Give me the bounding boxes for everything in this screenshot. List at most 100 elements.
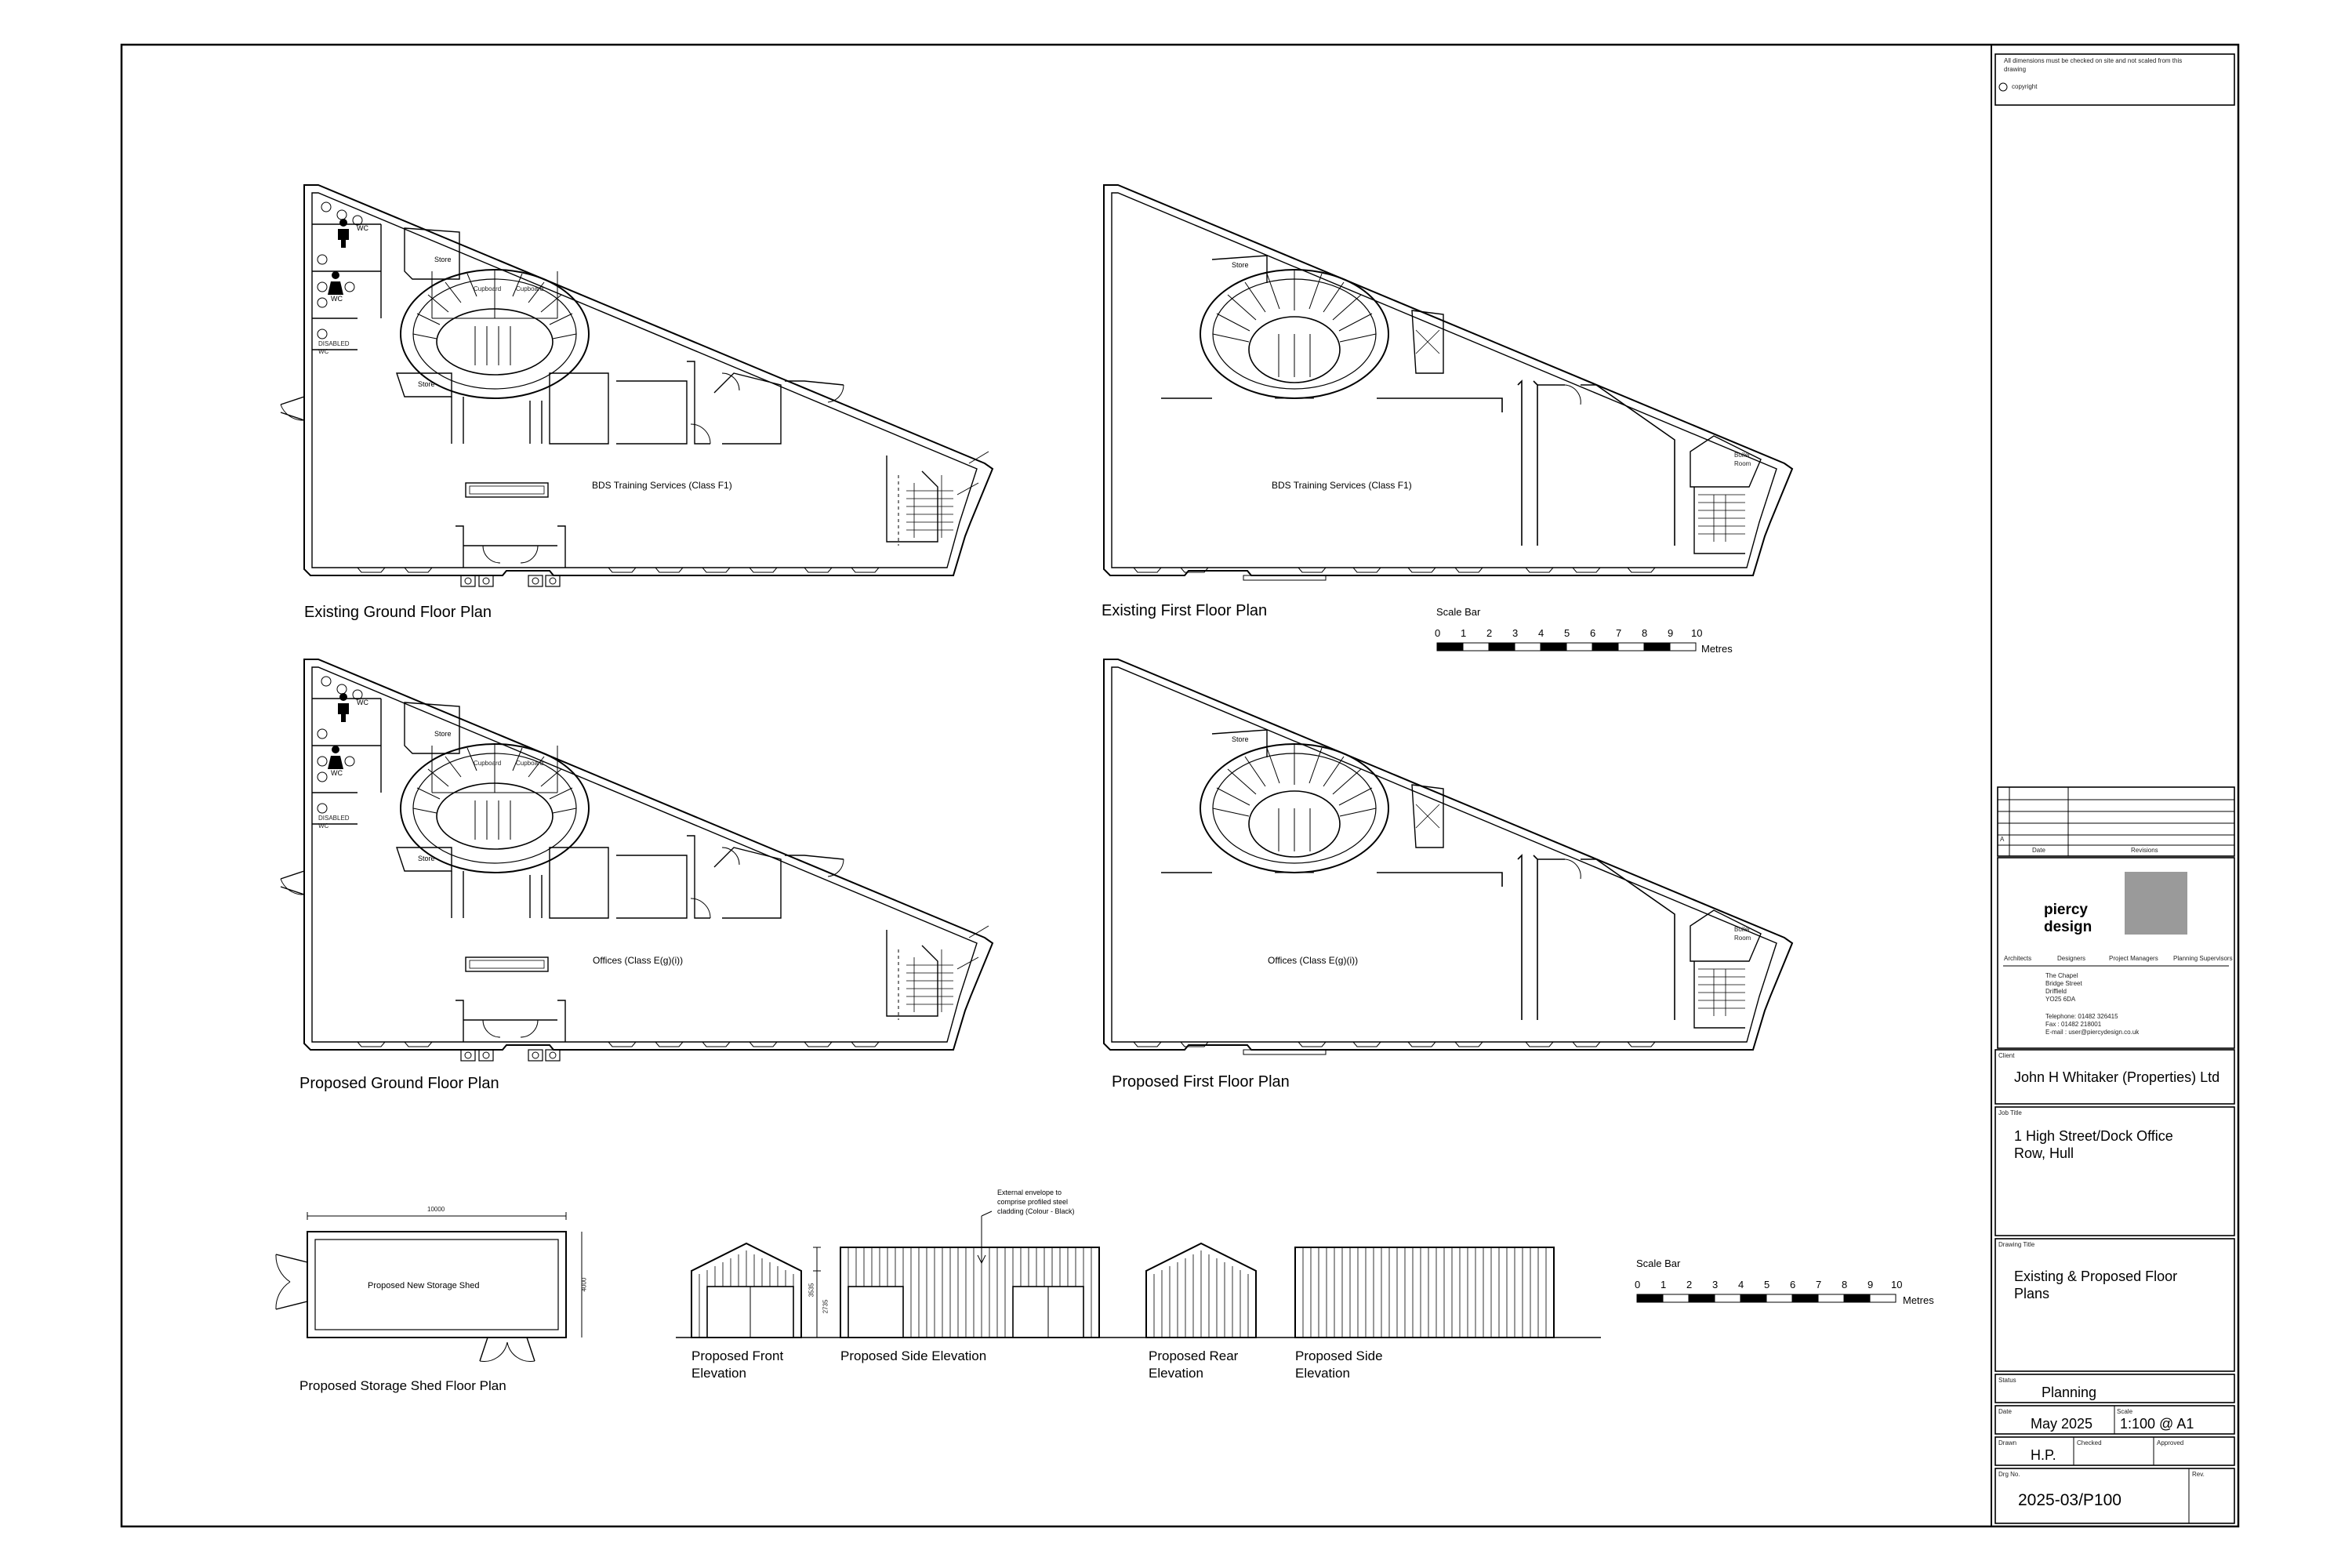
title-block-cell-dividers	[2073, 1406, 2190, 1523]
revisions-header: Revisions	[2131, 847, 2158, 854]
scale-bar-tick-label: 2	[1486, 627, 1493, 639]
rear-elevation-title-b: Elevation	[1149, 1366, 1203, 1381]
existing-first-boiler-b: Room	[1734, 460, 1751, 467]
checked-label: Checked	[2077, 1439, 2102, 1446]
revisions-grid	[1998, 787, 2234, 856]
proposed-first-main-room: Offices (Class E(g)(i))	[1268, 955, 1359, 966]
scale-bar-segment	[1869, 1294, 1896, 1303]
proposed-rear-elevation-drawing	[1145, 1242, 1257, 1338]
scale-bar-segment	[1714, 1294, 1741, 1303]
scale-bar-segment	[1462, 642, 1490, 652]
company-logo-square	[2125, 872, 2187, 935]
job-title-line-b: Row, Hull	[2014, 1145, 2074, 1161]
drawing-number-value: 2025-03/P100	[2018, 1491, 2122, 1509]
existing-first-store: Store	[1232, 261, 1249, 269]
proposed-ground-plan-title: Proposed Ground Floor Plan	[299, 1075, 499, 1092]
copyright-label: copyright	[2012, 83, 2038, 90]
scale-bar-tick-label: 5	[1764, 1279, 1770, 1290]
address-line-4: YO25 6DA	[2045, 996, 2076, 1003]
existing-ground-floor-plan-drawing	[280, 184, 993, 587]
sheet-border	[120, 43, 2240, 1528]
existing-ground-wc-b: WC	[331, 295, 343, 303]
existing-ground-disabled: DISABLED	[318, 340, 350, 347]
scale-bar-tick-label: 8	[1642, 627, 1648, 639]
scale-bar-tick-label: 7	[1616, 627, 1622, 639]
proposed-side-elevation-2-drawing	[1294, 1247, 1555, 1338]
scale-value: 1:100 @ A1	[2120, 1416, 2194, 1432]
shed-room-label: Proposed New Storage Shed	[368, 1281, 480, 1290]
scale-bar-segment	[1592, 642, 1619, 652]
elevation-dim-ridge: 3535	[808, 1283, 815, 1298]
front-elevation-title-a: Proposed Front	[691, 1348, 784, 1363]
company-service-architects: Architects	[2004, 955, 2032, 962]
scale-bar-upper-label: Scale Bar	[1436, 606, 1481, 618]
drawn-value: H.P.	[2031, 1447, 2056, 1463]
scale-bar-upper-unit: Metres	[1701, 643, 1733, 655]
scale-bar-segment	[1791, 1294, 1819, 1303]
proposed-ground-cupboard-b: Cupboard	[516, 760, 544, 767]
side-elevation-title: Proposed Side Elevation	[840, 1348, 987, 1363]
revision-letter: A	[2000, 836, 2005, 843]
scale-bar-segment	[1843, 1294, 1871, 1303]
cladding-note-line-b: comprise profiled steel	[997, 1198, 1069, 1206]
storage-shed-plan-drawing	[275, 1212, 583, 1362]
contact-fax: Fax : 01482 218001	[2045, 1021, 2102, 1028]
job-title-line-a: 1 High Street/Dock Office	[2014, 1128, 2173, 1144]
scale-bar-tick-label: 9	[1867, 1279, 1874, 1290]
existing-ground-disabled-wc: WC	[318, 348, 329, 355]
shed-dim-length: 10000	[427, 1206, 445, 1213]
shed-dim-width: 4000	[580, 1277, 588, 1292]
scale-bar-segment	[1766, 1294, 1793, 1303]
scale-bar-tick-label: 6	[1790, 1279, 1796, 1290]
scale-bar-segment	[1662, 1294, 1690, 1303]
revision-label: Rev.	[2192, 1471, 2205, 1478]
side-elevation-2-title-b: Elevation	[1295, 1366, 1350, 1381]
proposed-ground-wc-a: WC	[357, 699, 368, 706]
scale-bar-tick-label: 8	[1842, 1279, 1848, 1290]
proposed-ground-disabled: DISABLED	[318, 815, 350, 822]
scale-bar-tick-label: 0	[1635, 1279, 1641, 1290]
date-label: Date	[1998, 1408, 2012, 1415]
existing-first-plan-title: Existing First Floor Plan	[1102, 602, 1268, 619]
drawing-title-label: Drawing Title	[1998, 1241, 2035, 1248]
scale-bar-segment	[1817, 1294, 1845, 1303]
proposed-ground-store-a: Store	[434, 730, 452, 738]
scale-bar-tick-label: 5	[1564, 627, 1570, 639]
front-elevation-title-b: Elevation	[691, 1366, 746, 1381]
drawing-number-label: Drg No.	[1998, 1471, 2020, 1478]
scale-bar-segment	[1643, 642, 1671, 652]
scale-bar-segment	[1514, 642, 1541, 652]
company-service-project-managers: Project Managers	[2109, 955, 2158, 962]
notes-line-a: All dimensions must be checked on site a…	[2004, 57, 2183, 64]
scale-bar-tick-label: 1	[1661, 1279, 1667, 1290]
existing-ground-store-a: Store	[434, 256, 452, 263]
scale-bar-tick-label: 4	[1538, 627, 1544, 639]
proposed-ground-disabled-wc: WC	[318, 822, 329, 829]
scale-bar-segment	[1488, 642, 1515, 652]
proposed-front-elevation-drawing	[691, 1242, 802, 1338]
company-service-planning-supervisors: Planning Supervisors	[2173, 955, 2233, 962]
status-value: Planning	[2042, 1385, 2097, 1400]
rear-elevation-title-a: Proposed Rear	[1149, 1348, 1239, 1363]
company-name-b: design	[2044, 919, 2092, 935]
elevation-dim-eaves: 2735	[822, 1299, 829, 1314]
proposed-first-boiler-a: Boiler	[1734, 926, 1751, 933]
scale-bar-segment	[1740, 1294, 1767, 1303]
client-label: Client	[1998, 1052, 2015, 1059]
proposed-first-boiler-b: Room	[1734, 935, 1751, 942]
existing-ground-wc-a: WC	[357, 224, 368, 232]
existing-first-boiler-a: Boiler	[1734, 452, 1751, 459]
address-line-1: The Chapel	[2045, 972, 2078, 979]
scale-label: Scale	[2117, 1408, 2133, 1415]
drawing-title-line-a: Existing & Proposed Floor	[2014, 1269, 2178, 1284]
cladding-note-line-a: External envelope to	[997, 1189, 1062, 1196]
contact-email: E-mail : user@piercydesign.co.uk	[2045, 1029, 2140, 1036]
proposed-first-plan-title: Proposed First Floor Plan	[1112, 1073, 1290, 1091]
company-service-designers: Designers	[2057, 955, 2086, 962]
scale-bar-tick-label: 9	[1668, 627, 1674, 639]
cladding-note-line-c: cladding (Colour - Black)	[997, 1207, 1075, 1215]
copyright-icon	[1998, 82, 2008, 92]
scale-bar-segment	[1669, 642, 1697, 652]
scale-bar-upper	[1436, 642, 1697, 652]
scale-bar-tick-label: 3	[1512, 627, 1519, 639]
